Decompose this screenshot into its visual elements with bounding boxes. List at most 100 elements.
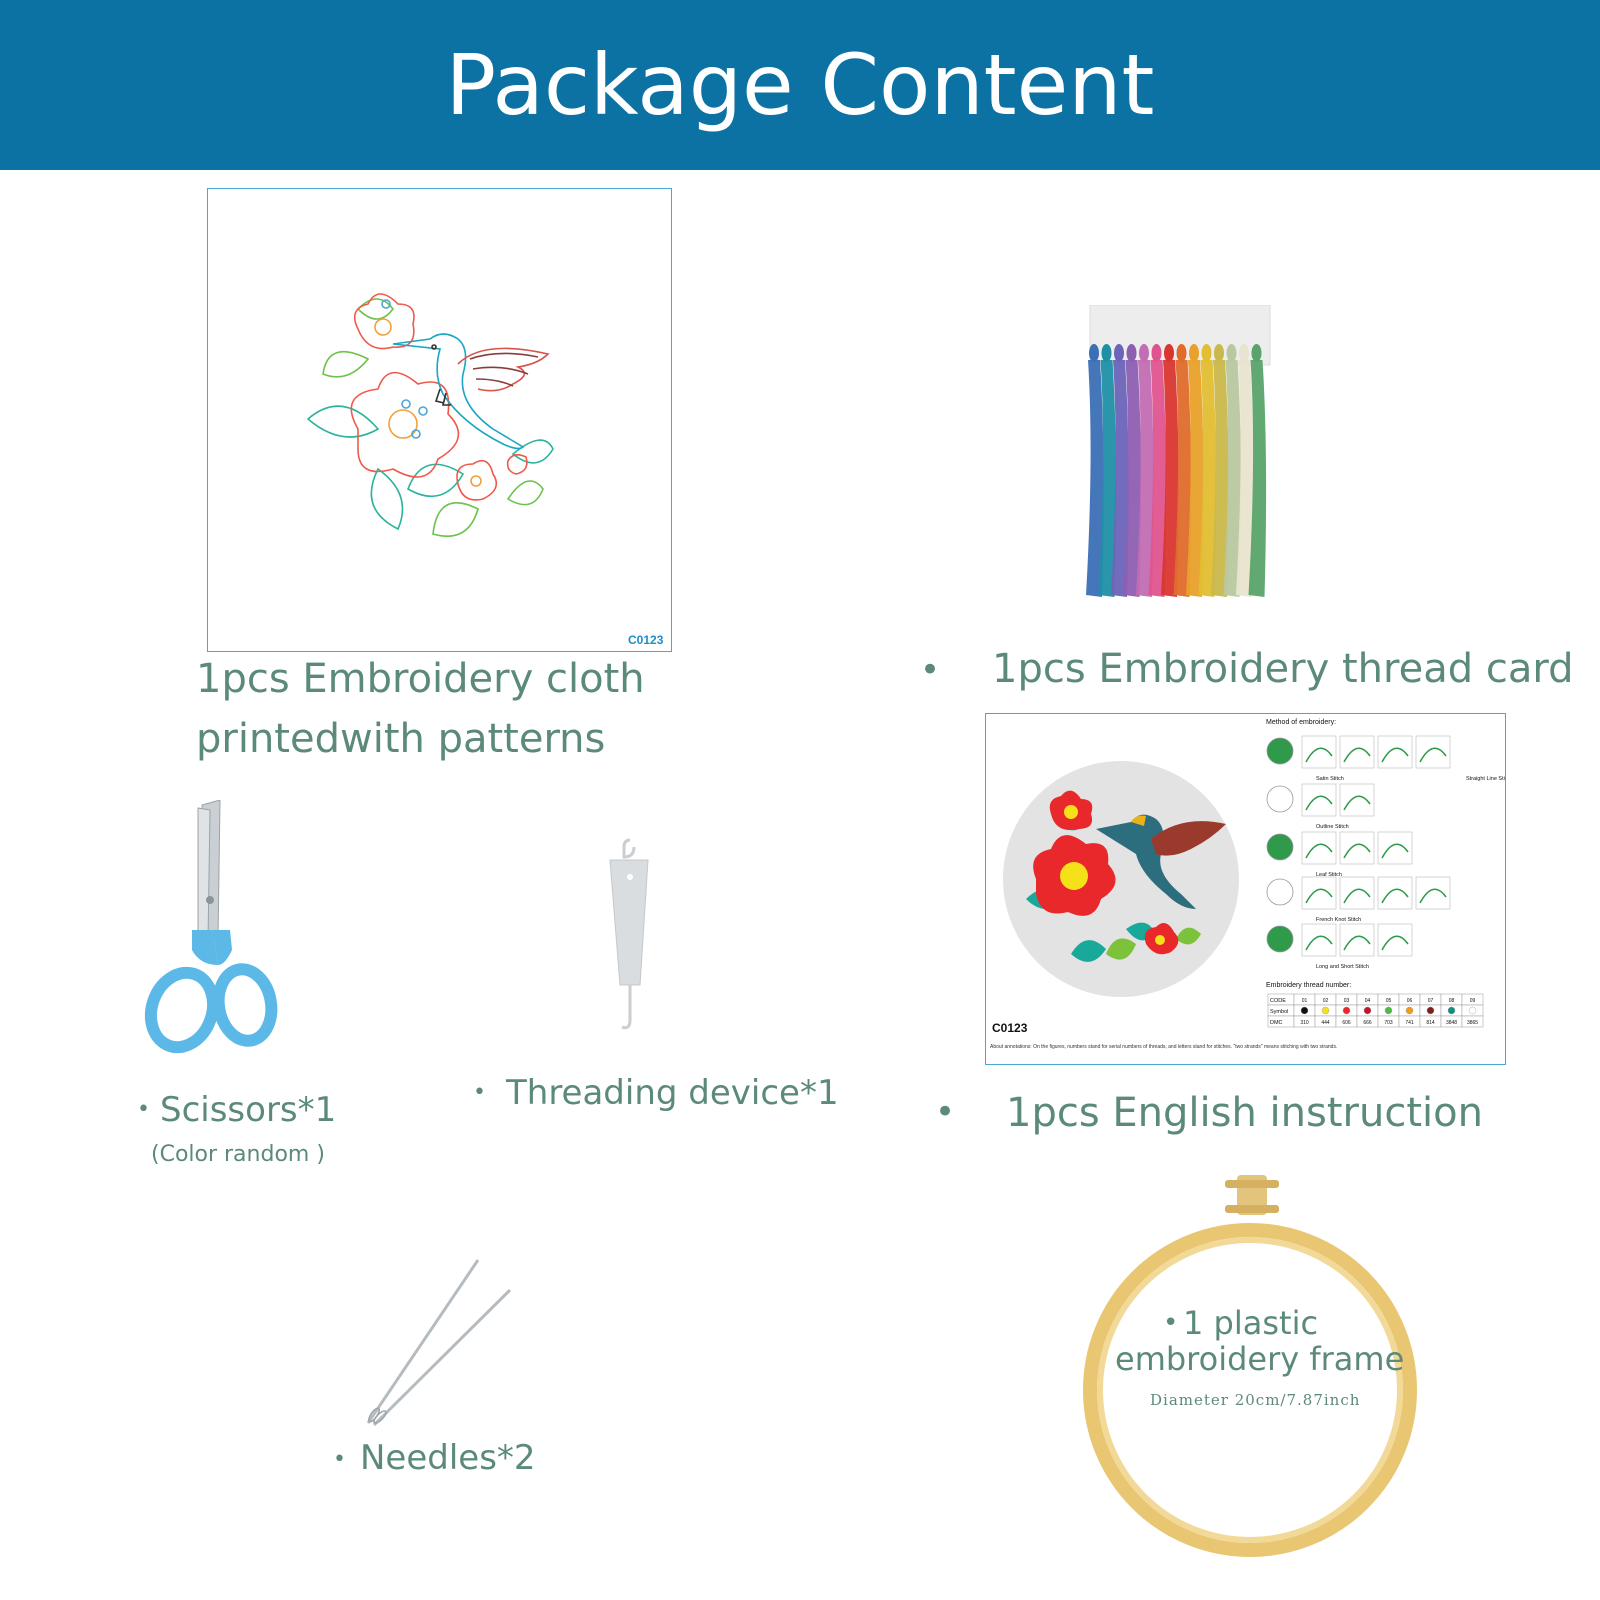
stitch-step-box	[1301, 923, 1337, 957]
needles-bullet: •	[333, 1447, 346, 1472]
method-title: Method of embroidery:	[1266, 719, 1336, 726]
stitch-sample-icon	[1266, 785, 1294, 813]
stitch-line	[1343, 747, 1371, 763]
thread-skein	[1236, 360, 1254, 597]
stitch-step-box	[1377, 876, 1413, 910]
thread-skein	[1198, 360, 1217, 597]
thread-skeins	[1086, 304, 1271, 597]
thread-knot-icon	[1126, 344, 1137, 362]
thread-dmc-cell: 606	[1342, 1020, 1351, 1026]
threader-icon	[609, 838, 649, 1030]
instruction-bullet: •	[935, 1092, 956, 1132]
thread-knot-icon	[1176, 344, 1187, 362]
thread-dmc-cell: 310	[1300, 1020, 1309, 1026]
stitch-line	[1343, 795, 1371, 811]
stitch-line	[1419, 747, 1447, 763]
sheet-code-label: C0123	[992, 1021, 1028, 1035]
thread-knot-icon	[1189, 344, 1199, 362]
needles-icon	[366, 1259, 512, 1427]
stitch-step-box	[1377, 923, 1413, 957]
thread-code-cell: 06	[1407, 998, 1413, 1004]
stitch-step-box	[1339, 923, 1375, 957]
frame-caption-line1: 1 plastic	[1183, 1304, 1319, 1342]
thread-symbol	[1342, 1006, 1351, 1015]
thread-code-cell: 07	[1428, 998, 1434, 1004]
thread-knot-icon	[1089, 344, 1099, 362]
thread-knot-icon	[1239, 344, 1249, 362]
stitch-line	[1305, 843, 1333, 859]
thread-card-bullet: •	[920, 650, 941, 690]
stitch-line	[1381, 888, 1409, 904]
thread-table-row-header: Symbol	[1270, 1009, 1288, 1015]
thread-knot-icon	[1201, 344, 1212, 362]
stitch-step-box	[1339, 783, 1375, 817]
scissors-caption: Scissors*1	[160, 1090, 337, 1130]
thread-code-cell: 04	[1365, 998, 1371, 1004]
stitch-sample-icon	[1266, 925, 1294, 953]
thread-card-image	[1080, 304, 1275, 605]
thread-skein	[1211, 360, 1229, 597]
thread-table-row-header: DMC	[1270, 1020, 1283, 1026]
page-title: Package Content	[445, 36, 1155, 134]
sheet-note: About annotations: On the figures, numbe…	[990, 1044, 1337, 1050]
cloth-caption-line2: printedwith patterns	[196, 716, 606, 762]
stitch-line	[1305, 888, 1333, 904]
thread-skein	[1186, 360, 1204, 597]
stitch-line	[1305, 935, 1333, 951]
stitch-line	[1419, 888, 1447, 904]
stitch-step-box	[1301, 783, 1337, 817]
thread-symbol	[1300, 1006, 1309, 1015]
scissors-bullet: •	[137, 1097, 150, 1122]
thread-dmc-cell: 3848	[1446, 1020, 1457, 1026]
frame-caption-line2: embroidery frame	[1115, 1340, 1405, 1378]
thread-symbol	[1363, 1006, 1372, 1015]
stitch-step-box	[1377, 831, 1413, 865]
threader-image	[600, 835, 660, 1035]
scissors-image	[140, 799, 290, 1060]
thread-knot-icon	[1226, 344, 1237, 362]
thread-knot-icon	[1151, 344, 1162, 362]
stitch-line	[1343, 935, 1371, 951]
hummingbird-pattern	[306, 293, 554, 538]
thread-symbol	[1384, 1006, 1393, 1015]
stitch-label: Straight Line Stitch	[1466, 776, 1505, 782]
stitch-step-box	[1339, 831, 1375, 865]
thread-code-cell: 01	[1302, 998, 1308, 1004]
thread-skein	[1098, 360, 1117, 597]
embroidery-cloth-image: C0123	[207, 188, 672, 652]
thread-code-cell: 02	[1323, 998, 1329, 1004]
stitch-step-box	[1339, 735, 1375, 769]
thread-code-cell: 08	[1449, 998, 1455, 1004]
stitch-label: Leaf Stitch	[1316, 872, 1342, 878]
instruction-illustration: C0123 About annotations: On the figures,…	[990, 719, 1505, 1050]
thread-knot-icon	[1114, 344, 1124, 362]
thread-card-caption: 1pcs Embroidery thread card	[992, 646, 1574, 692]
thread-skein	[1161, 360, 1179, 597]
instruction-sheet-image: C0123 About annotations: On the figures,…	[985, 713, 1506, 1065]
stitch-step-box	[1339, 876, 1375, 910]
embroidery-frame-image	[1075, 1175, 1425, 1575]
stitch-step-box	[1301, 831, 1337, 865]
stitch-line	[1343, 888, 1371, 904]
stitch-step-box	[1301, 876, 1337, 910]
threader-bullet: •	[473, 1080, 486, 1105]
stitch-sample-icon	[1266, 878, 1294, 906]
thread-code-cell: 03	[1344, 998, 1350, 1004]
thread-skein	[1111, 360, 1129, 597]
thread-dmc-cell: 3865	[1467, 1020, 1478, 1026]
thread-symbol	[1405, 1006, 1414, 1015]
thread-skein	[1173, 360, 1192, 597]
header-banner: Package Content	[0, 0, 1600, 170]
stitch-step-box	[1415, 735, 1451, 769]
needles-image	[360, 1255, 520, 1430]
frame-bullet: •	[1163, 1308, 1179, 1338]
cloth-code-label: C0123	[628, 633, 664, 647]
needles-caption: Needles*2	[360, 1438, 536, 1478]
stitch-line	[1381, 843, 1409, 859]
stitch-line	[1343, 843, 1371, 859]
thread-dmc-cell: 814	[1426, 1020, 1435, 1026]
thread-table-row-header: CODE	[1270, 998, 1286, 1004]
hoop-icon	[1083, 1175, 1417, 1557]
thread-skein	[1123, 360, 1142, 597]
thread-knot-icon	[1164, 344, 1174, 362]
